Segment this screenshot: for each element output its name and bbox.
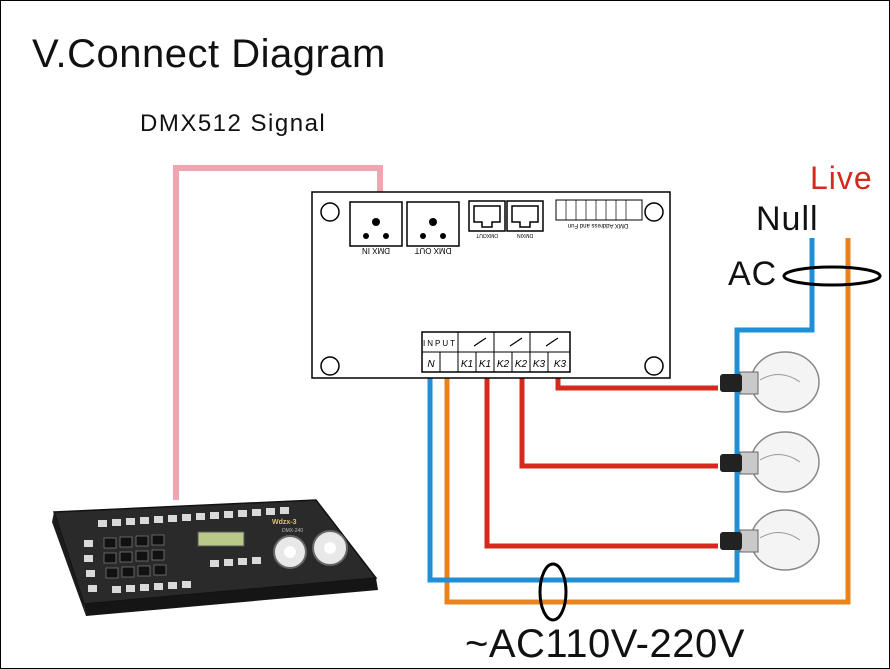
terminal-label-k3a: K3 xyxy=(533,359,546,370)
page-title: V.Connect Diagram xyxy=(32,32,386,76)
light-bulb-icon xyxy=(720,509,820,571)
controller-lcd xyxy=(197,531,245,547)
ac-ring-bottom xyxy=(538,562,568,622)
light-bulb-icon xyxy=(720,431,820,493)
terminal-label-n: N xyxy=(427,359,435,370)
rj45-out-port xyxy=(468,200,506,232)
ac-label: AC xyxy=(728,255,778,293)
dmx-address-label: DMX Address and Fun xyxy=(568,222,628,228)
dmx-in-label: DMX IN xyxy=(362,246,390,255)
dmx-signal-label: DMX512 Signal xyxy=(140,110,327,137)
terminal-label-k3b: K3 xyxy=(554,359,567,370)
controller-model: DMX-240 xyxy=(282,528,303,534)
terminal-label-k2b: K2 xyxy=(515,359,528,370)
rj45-in-label: DMXIN xyxy=(517,232,534,238)
k1-output-wire xyxy=(484,372,718,549)
dmx-out-label: DMX OUT xyxy=(414,246,451,255)
dmx-out-connector xyxy=(406,201,460,247)
input-label: INPUT xyxy=(423,339,457,348)
supply-voltage-label: ~AC110V-220V xyxy=(465,622,745,666)
dmx-signal-wire xyxy=(173,165,383,500)
dip-switch-block xyxy=(555,199,643,221)
terminal-label-k1b: K1 xyxy=(479,359,491,370)
live-label: Live xyxy=(810,160,873,196)
rj45-out-label: DMXOUT xyxy=(476,232,498,238)
null-label: Null xyxy=(756,200,819,238)
k2-output-wire xyxy=(519,372,718,469)
terminal-label-k2a: K2 xyxy=(497,359,510,370)
light-bulb-icon xyxy=(720,351,820,413)
dmx-decoder-board xyxy=(311,191,671,379)
dmx-in-connector xyxy=(349,201,403,247)
dmx-controller-console xyxy=(52,499,378,616)
terminal-label-k1a: K1 xyxy=(461,359,473,370)
ac-ring-top xyxy=(782,265,882,287)
terminal-block xyxy=(421,331,571,373)
controller-brand: Wdzx-3 xyxy=(272,519,297,526)
rj45-in-port xyxy=(506,200,544,232)
